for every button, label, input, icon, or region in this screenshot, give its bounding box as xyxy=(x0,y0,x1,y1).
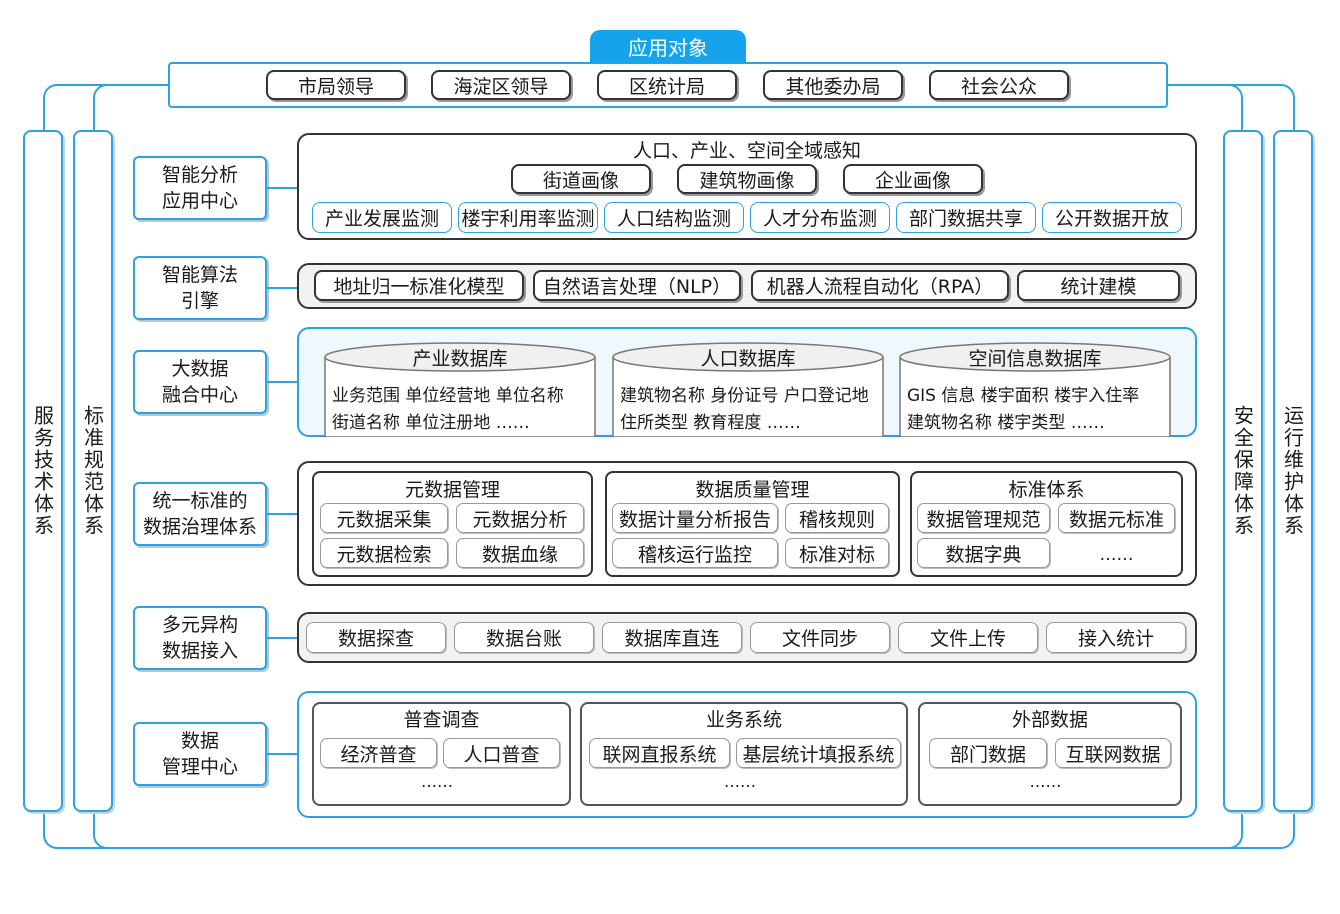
monitor-building-usage: 楼宇利用率监测 xyxy=(458,202,598,233)
app-object-district-bureau: 区统计局 xyxy=(597,70,737,100)
group-metadata xyxy=(312,471,593,577)
grassroots-report: 基层统计填报系统 xyxy=(736,738,901,768)
db-population-cylinder xyxy=(612,342,884,437)
ingest-explore: 数据探查 xyxy=(306,622,446,653)
group-business-title: 业务系统 xyxy=(705,709,782,731)
population-census: 人口普查 xyxy=(443,738,560,768)
row2-label: 智能算法 引擎 xyxy=(133,256,267,320)
monitor-talent: 人才分布监测 xyxy=(750,202,890,233)
db-industry-name: 产业数据库 xyxy=(412,348,508,370)
economic-census: 经济普查 xyxy=(320,738,437,768)
app-object-public: 社会公众 xyxy=(929,70,1069,100)
data-mgmt-spec: 数据管理规范 xyxy=(917,503,1050,533)
internet-data: 互联网数据 xyxy=(1055,738,1171,768)
row5-label: 多元异构 数据接入 xyxy=(133,606,267,670)
group-metadata-title: 元数据管理 xyxy=(404,479,500,501)
algo-modeling: 统计建模 xyxy=(1017,270,1180,301)
dept-data-sharing: 部门数据共享 xyxy=(896,202,1036,233)
portrait-enterprise: 企业画像 xyxy=(843,164,983,194)
monitor-population: 人口结构监测 xyxy=(604,202,744,233)
db-population-fields-2: 住所类型 教育程度 …… xyxy=(620,413,801,433)
data-element-std: 数据元标准 xyxy=(1058,503,1175,533)
census-more: …… xyxy=(421,772,453,791)
ingest-file-upload: 文件上传 xyxy=(898,622,1038,653)
group-external-title: 外部数据 xyxy=(1011,709,1088,731)
group-quality-title: 数据质量管理 xyxy=(695,479,810,501)
metadata-collect: 元数据采集 xyxy=(320,503,448,533)
row1-connector xyxy=(267,187,298,189)
group-external-data xyxy=(918,702,1182,806)
app-object-city-leaders: 市局领导 xyxy=(266,70,406,100)
metadata-search: 元数据检索 xyxy=(320,538,448,568)
algo-nlp: 自然语言处理（NLP） xyxy=(533,270,741,301)
row5-connector xyxy=(267,637,298,639)
data-lineage: 数据血缘 xyxy=(456,538,584,568)
group-census-title: 普查调查 xyxy=(403,709,480,731)
metadata-analyze: 元数据分析 xyxy=(456,503,584,533)
app-objects-tag: 应用对象 xyxy=(590,30,746,63)
external-more: …… xyxy=(1029,772,1062,791)
group-standards-title: 标准体系 xyxy=(1008,479,1085,501)
audit-monitor: 稽核运行监控 xyxy=(612,538,778,568)
ingest-ledger: 数据台账 xyxy=(454,622,594,653)
app-object-other-bureaus: 其他委办局 xyxy=(763,70,903,100)
db-industry-cylinder xyxy=(324,342,596,437)
ingest-file-sync: 文件同步 xyxy=(750,622,890,653)
db-spatial-cylinder xyxy=(899,342,1171,437)
group-business-systems xyxy=(580,702,908,806)
data-dictionary: 数据字典 xyxy=(917,538,1050,568)
quality-report: 数据计量分析报告 xyxy=(612,503,778,533)
ingest-stats: 接入统计 xyxy=(1046,622,1186,653)
db-industry-fields-2: 街道名称 单位注册地 …… xyxy=(332,413,530,433)
open-data: 公开数据开放 xyxy=(1042,202,1182,233)
algo-rpa: 机器人流程自动化（RPA） xyxy=(751,270,1009,301)
side-security: 安全保障体系 xyxy=(1223,130,1263,812)
db-spatial-name: 空间信息数据库 xyxy=(968,348,1102,370)
portrait-street: 街道画像 xyxy=(511,164,651,194)
online-direct-report: 联网直报系统 xyxy=(589,738,730,768)
db-industry-fields-1: 业务范围 单位经营地 单位名称 xyxy=(332,386,564,406)
row6-label: 数据 管理中心 xyxy=(133,722,267,786)
row3-label: 大数据 融合中心 xyxy=(133,350,267,414)
row1-label: 智能分析 应用中心 xyxy=(133,156,267,220)
side-standards: 标准规范体系 xyxy=(73,130,113,812)
business-more: …… xyxy=(724,772,756,791)
algo-address-model: 地址归一标准化模型 xyxy=(314,270,524,301)
monitor-industry: 产业发展监测 xyxy=(312,202,452,233)
group-quality xyxy=(605,471,900,577)
dept-data: 部门数据 xyxy=(929,738,1047,768)
app-object-haidian-leaders: 海淀区领导 xyxy=(431,70,571,100)
db-spatial-fields-1: GIS 信息 楼宇面积 楼宇入住率 xyxy=(907,386,1140,406)
db-population-fields-1: 建筑物名称 身份证号 户口登记地 xyxy=(620,386,869,406)
ingest-db-direct: 数据库直连 xyxy=(602,622,742,653)
row1-title: 人口、产业、空间全域感知 xyxy=(632,140,861,162)
row6-connector xyxy=(267,753,298,755)
row4-connector xyxy=(267,513,298,515)
portrait-building: 建筑物画像 xyxy=(677,164,817,194)
db-spatial-fields-2: 建筑物名称 楼宇类型 …… xyxy=(907,413,1105,433)
row2-connector xyxy=(267,287,298,289)
database-cylinders xyxy=(324,342,1171,437)
group-standards xyxy=(910,471,1183,577)
group-census xyxy=(312,702,571,806)
side-service-tech: 服务技术体系 xyxy=(23,130,63,812)
row3-connector xyxy=(267,381,298,383)
standards-more: …… xyxy=(1099,545,1134,565)
audit-rules: 稽核规则 xyxy=(785,503,889,533)
side-operations: 运行维护体系 xyxy=(1273,130,1313,812)
row4-label: 统一标准的 数据治理体系 xyxy=(133,482,267,546)
db-population-name: 人口数据库 xyxy=(700,348,796,370)
standard-alignment: 标准对标 xyxy=(785,538,889,568)
